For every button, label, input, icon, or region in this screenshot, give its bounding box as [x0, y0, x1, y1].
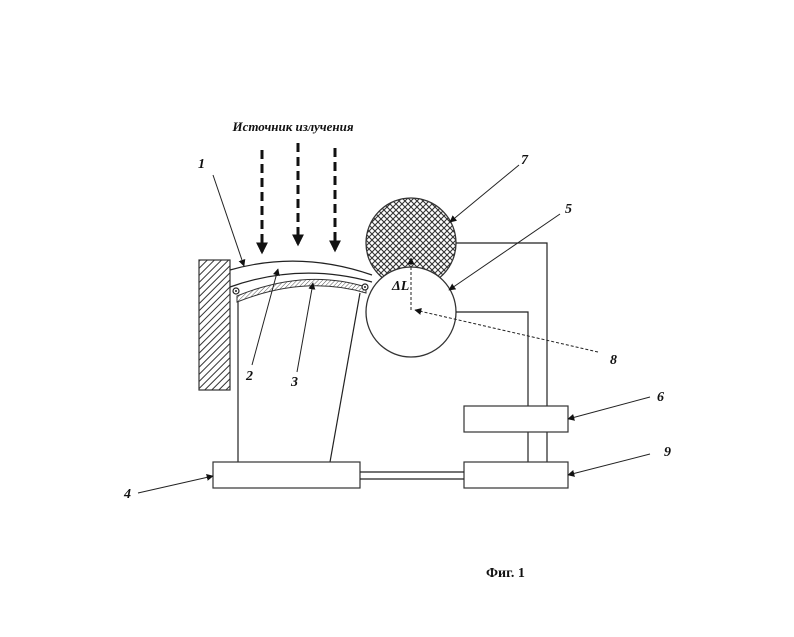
- label-4: 4: [123, 487, 131, 502]
- radiation-arrows: [256, 143, 341, 255]
- wall-mount: [198, 259, 231, 391]
- label-2: 2: [245, 369, 253, 384]
- label-8: 8: [610, 353, 617, 368]
- label-9: 9: [664, 445, 671, 460]
- label-1: 1: [198, 157, 205, 172]
- unit-6: [463, 405, 569, 433]
- radiation-source-label: Источник излучения: [231, 119, 353, 134]
- bimetal-element: [229, 260, 373, 303]
- unit-9: [463, 461, 569, 489]
- label-6: 6: [657, 390, 664, 405]
- leader-arrows: [137, 164, 651, 494]
- label-3: 3: [290, 375, 298, 390]
- figure-caption: Фиг. 1: [486, 566, 525, 581]
- delta-l-label: ΔL: [391, 279, 409, 294]
- right-rod: [329, 292, 361, 463]
- label-7: 7: [521, 153, 529, 168]
- unit-4: [212, 461, 361, 489]
- label-5: 5: [565, 202, 572, 217]
- sensor-circle-5: [365, 266, 457, 358]
- leader-8: [414, 307, 599, 353]
